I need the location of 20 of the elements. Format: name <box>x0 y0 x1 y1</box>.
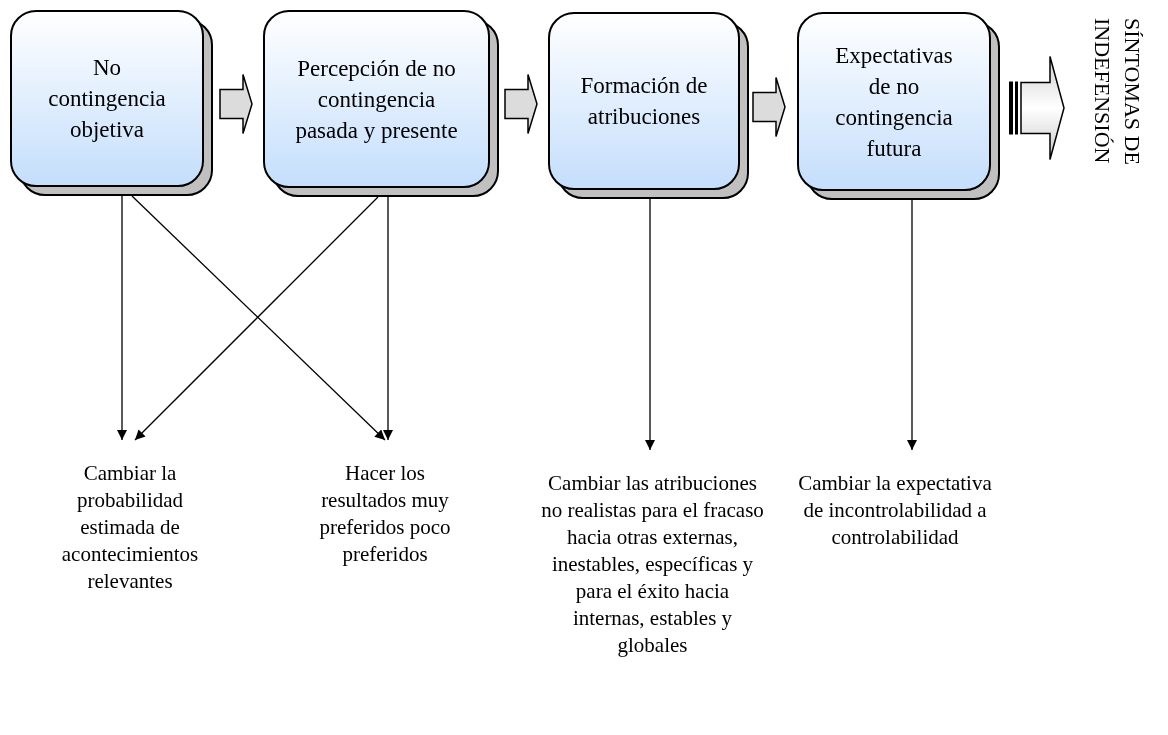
vertical-heading: SÍNTOMAS DE INDEFENSIÓN <box>1089 18 1146 167</box>
intervention-text: Hacer los resultados muy preferidos poco preferidos <box>318 460 452 568</box>
box-text: No contingencia objetiva <box>47 54 167 144</box>
block-arrow <box>219 73 253 135</box>
intervention-text: Cambiar la expectativa de incontrolabilidad a controlabilidad <box>797 470 993 551</box>
process-box <box>10 10 213 196</box>
process-box <box>548 12 749 199</box>
intervention-text: Cambiar la probabilidad estimada de acontecimientos relevantes <box>60 460 200 595</box>
box-text: Percepción de no contingencia pasada y presente <box>294 54 459 145</box>
arrow <box>645 198 655 451</box>
process-box <box>797 12 1000 200</box>
process-box <box>263 10 499 197</box>
box-text: Expectativas de no contingencia futura <box>834 41 954 163</box>
box-text: Formación de atribuciones <box>579 72 709 131</box>
arrow <box>383 196 393 441</box>
intervention-text: Cambiar las atribuciones no realistas para el fracaso hacia otras externas, inestables, específicas y para el éxito hacia internas, estables y globales <box>540 470 765 659</box>
arrow <box>907 199 917 451</box>
arrow <box>117 195 127 441</box>
block-arrow <box>504 73 538 135</box>
block-arrow <box>752 76 786 138</box>
